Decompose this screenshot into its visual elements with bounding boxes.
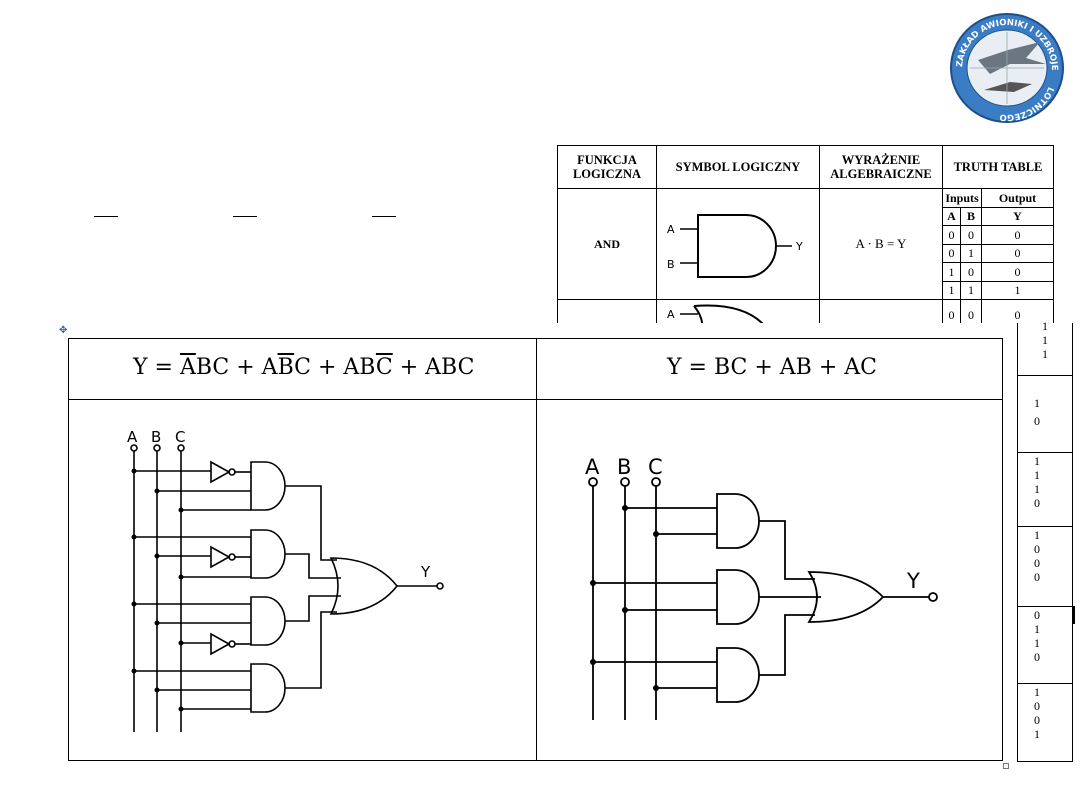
function-and: AND <box>557 188 657 300</box>
right-input-c-label: C <box>648 455 663 479</box>
cell-a: 1 <box>942 262 961 282</box>
aircraft-emblem-icon: ZAKŁAD AWIONIKI I UZBROJENIA LOTNICZEGO <box>948 12 1064 123</box>
cell-y: 0 <box>1034 570 1040 584</box>
cell-b: 1 <box>960 243 982 263</box>
cell-y: 1 <box>1034 396 1040 410</box>
gate-input-a-label: A <box>667 223 675 236</box>
logic-function-table: FUNKCJA LOGICZNA SYMBOL LOGICZNY WYRAŻEN… <box>557 145 1073 323</box>
left-input-a-label: A <box>127 428 138 446</box>
cell-y: 1 <box>1034 454 1040 468</box>
truth-table-output-column: 1 1 1 1 0 1 1 1 0 1 0 0 0 0 1 1 0 1 0 0 … <box>1017 319 1073 762</box>
left-output-y-label: Y <box>420 563 431 581</box>
subheader-a: A <box>942 206 961 226</box>
gate-input-b-label: B <box>667 258 675 271</box>
function-or <box>557 299 657 323</box>
cell-y: 0 <box>1034 699 1040 713</box>
cell-y: 1 <box>1042 347 1048 361</box>
cell-y: 0 <box>981 299 1054 323</box>
cell-y: 1 <box>1034 727 1040 741</box>
left-formula: Y = ABC + ABC + ABC + ABC <box>133 355 475 380</box>
left-circuit-diagram: A B C Y <box>127 428 444 732</box>
cell-y: 1 <box>981 280 1054 300</box>
cell-y: 1 <box>1042 333 1048 347</box>
text-caret <box>1073 606 1075 624</box>
right-formula: Y = BC + AB + AC <box>667 355 877 380</box>
right-output-y-label: Y <box>906 569 920 593</box>
cell-y: 1 <box>1034 482 1040 496</box>
table-resize-handle[interactable] <box>1003 763 1009 769</box>
cell-y: 0 <box>1034 650 1040 664</box>
overline-mark <box>233 216 257 217</box>
cell-b: 0 <box>960 299 982 323</box>
cell-y: 1 <box>1034 685 1040 699</box>
cell-a: 1 <box>942 280 961 300</box>
overline-mark <box>372 216 396 217</box>
subheader-inputs: Inputs <box>942 188 982 208</box>
gate-output-label: Y <box>795 240 803 253</box>
cell-y: 0 <box>981 262 1054 282</box>
cell-a: 0 <box>942 225 961 245</box>
cell-y: 1 <box>1034 622 1040 636</box>
move-anchor-icon[interactable]: ✥ <box>59 325 68 336</box>
subheader-b: B <box>960 206 982 226</box>
right-input-b-label: B <box>617 455 631 479</box>
cell-y: 0 <box>1034 414 1040 428</box>
subheader-y: Y <box>981 206 1054 226</box>
circuit-comparison-table[interactable]: Y = ABC + ABC + ABC + ABC Y = BC + AB + … <box>68 338 1003 761</box>
overline-mark <box>94 216 118 217</box>
left-input-c-label: C <box>175 428 185 446</box>
expression-or <box>819 299 943 323</box>
left-input-b-label: B <box>151 428 161 446</box>
cell-b: 0 <box>960 225 982 245</box>
cell-y: 1 <box>1034 468 1040 482</box>
cell-a: 0 <box>942 299 961 323</box>
cell-a: 0 <box>942 243 961 263</box>
or-gate-symbol: A <box>656 299 820 323</box>
cell-y: 1 <box>1034 528 1040 542</box>
cell-y: 0 <box>981 243 1054 263</box>
cell-b: 0 <box>960 262 982 282</box>
gate-input-a-label: A <box>667 308 675 321</box>
cell-y: 0 <box>1034 542 1040 556</box>
cell-y: 1 <box>1042 319 1048 333</box>
header-symbol: SYMBOL LOGICZNY <box>656 145 820 189</box>
header-truth-table: TRUTH TABLE <box>942 145 1054 189</box>
right-input-a-label: A <box>585 455 600 479</box>
cell-y: 0 <box>1034 556 1040 570</box>
cell-y: 1 <box>1034 636 1040 650</box>
cell-y: 0 <box>981 225 1054 245</box>
header-expression: WYRAŻENIE ALGEBRAICZNE <box>819 145 943 189</box>
and-gate-symbol: A B Y <box>656 188 820 300</box>
header-function: FUNKCJA LOGICZNA <box>557 145 657 189</box>
cell-b: 1 <box>960 280 982 300</box>
expression-and: A · B = Y <box>819 188 943 300</box>
right-circuit-diagram: A B C Y <box>585 455 938 720</box>
subheader-output: Output <box>981 188 1054 208</box>
cell-y: 0 <box>1034 608 1040 622</box>
cell-y: 0 <box>1034 496 1040 510</box>
cell-y: 0 <box>1034 713 1040 727</box>
